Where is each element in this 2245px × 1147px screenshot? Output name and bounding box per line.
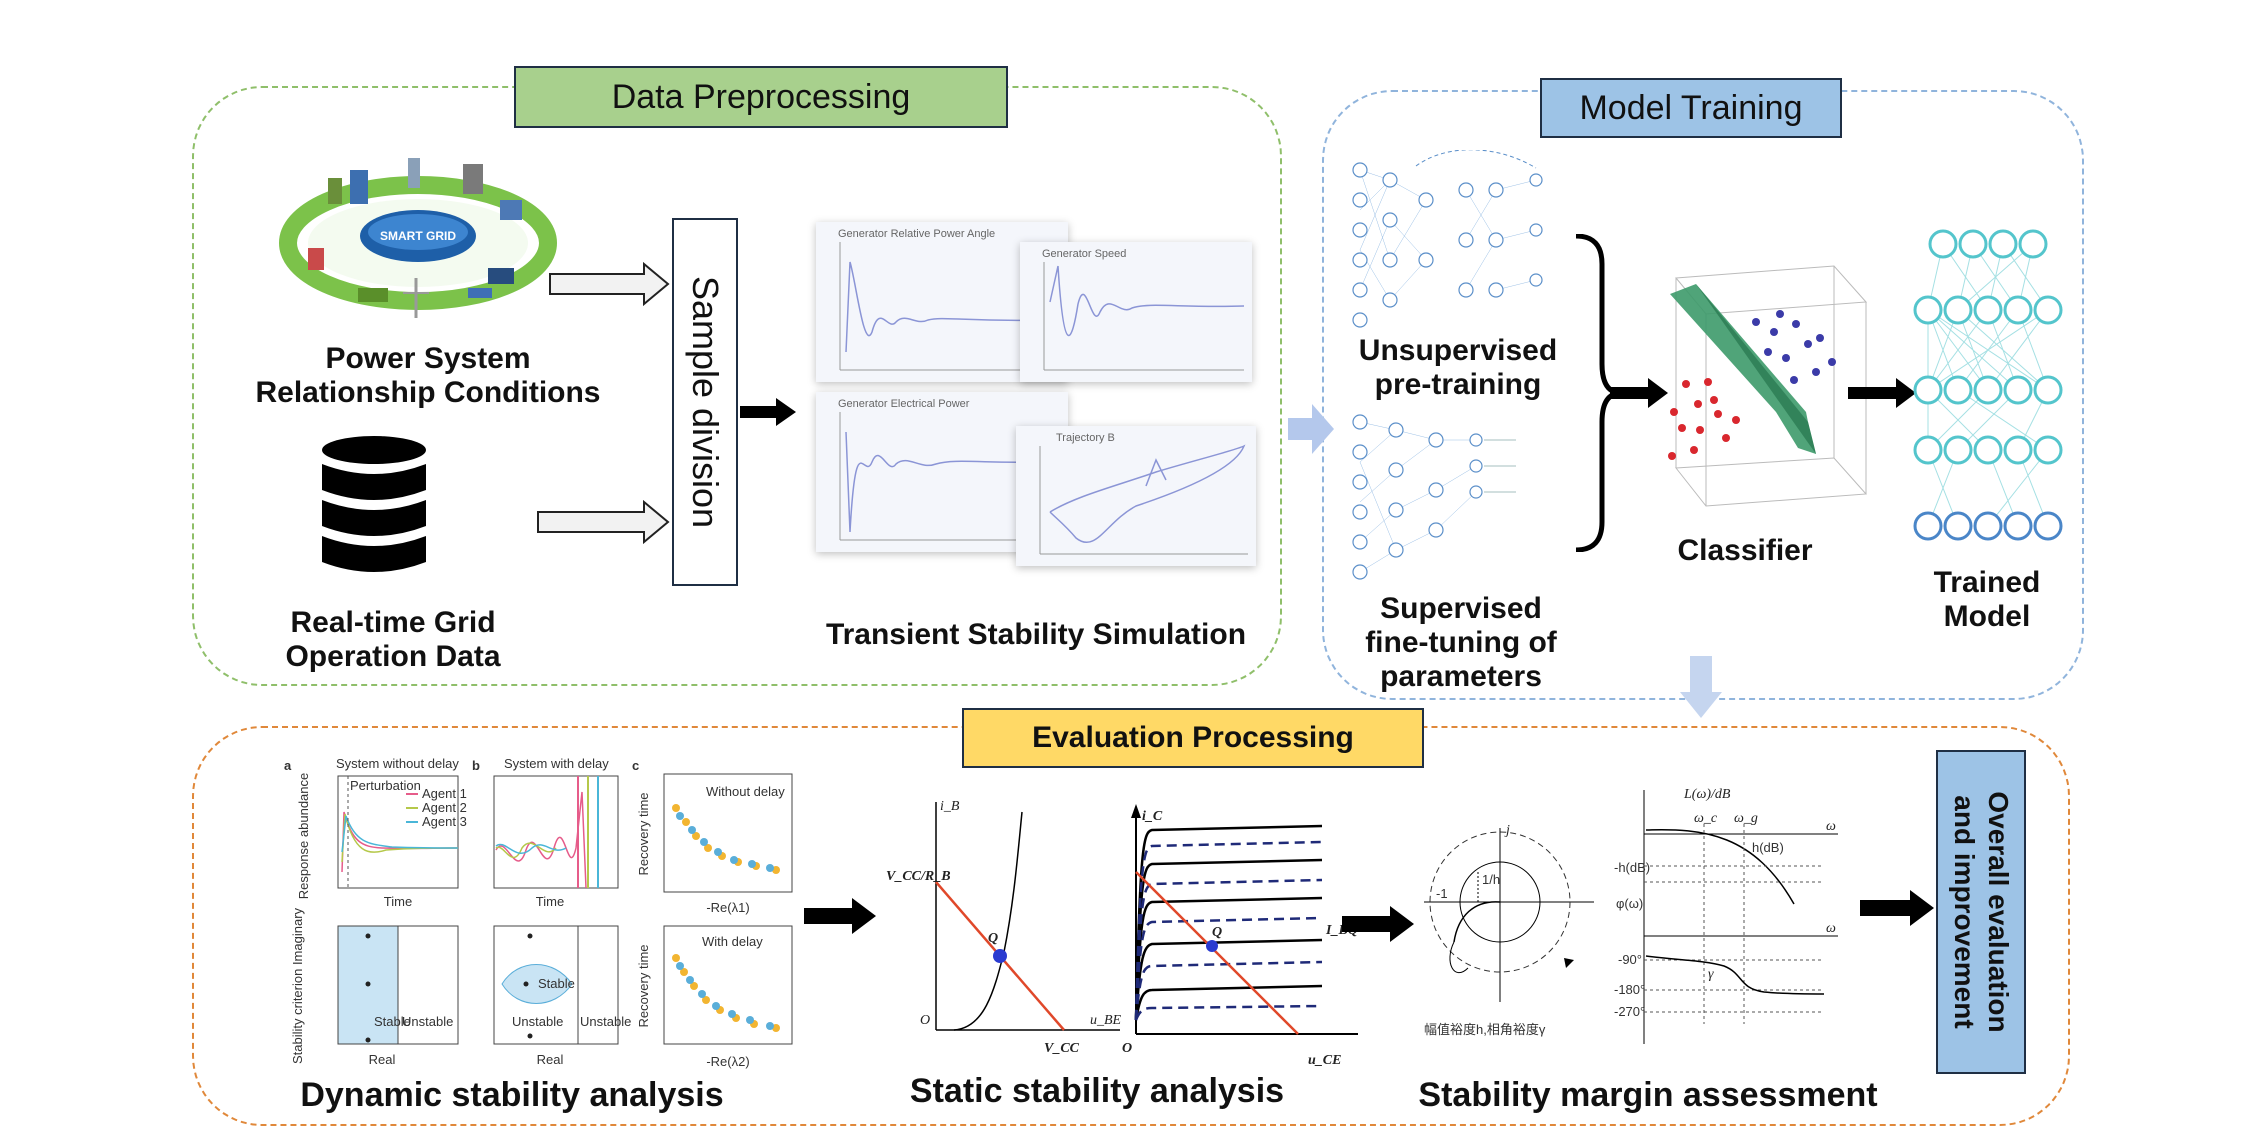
svg-text:幅值裕度h,相角裕度γ: 幅值裕度h,相角裕度γ	[1424, 1022, 1546, 1037]
svg-text:System without delay: System without delay	[336, 756, 459, 771]
arrow-right-icon	[804, 898, 876, 934]
database-icon	[322, 436, 426, 572]
svg-text:-1: -1	[1436, 886, 1448, 901]
svg-text:System with delay: System with delay	[504, 756, 609, 771]
bode-plot: L(ω)/dB -h(dB) h(dB) φ(ω) ω ω ω_c ω_g -9…	[1614, 787, 1838, 1044]
arrow-right-icon	[1848, 378, 1916, 408]
svg-text:Without delay: Without delay	[706, 784, 785, 799]
svg-text:Stable: Stable	[538, 976, 575, 991]
svg-text:O: O	[920, 1013, 930, 1028]
svg-text:Agent 1: Agent 1	[422, 786, 467, 801]
svg-text:Q: Q	[1212, 925, 1222, 940]
svg-text:φ(ω): φ(ω)	[1616, 896, 1643, 911]
svg-text:Real: Real	[537, 1052, 564, 1067]
arrow-right-icon	[1610, 378, 1668, 408]
svg-text:O: O	[1122, 1041, 1132, 1056]
arrow-right-icon	[740, 398, 796, 426]
svg-text:Time: Time	[384, 894, 412, 909]
classifier-label: Classifier	[1677, 534, 1813, 567]
svg-text:-Re(λ1): -Re(λ1)	[706, 900, 749, 915]
svg-text:-180°: -180°	[1614, 982, 1645, 997]
svg-text:ω: ω	[1826, 819, 1836, 834]
svg-text:-h(dB): -h(dB)	[1614, 860, 1650, 875]
svg-text:h(dB): h(dB)	[1752, 840, 1784, 855]
svg-text:1/h: 1/h	[1482, 872, 1500, 887]
overall-evaluation-text: Overall evaluation and improvement	[1949, 791, 2014, 1033]
svg-text:Time: Time	[536, 894, 564, 909]
svg-text:-Re(λ2): -Re(λ2)	[706, 1054, 749, 1069]
realtime-data-label: Real-time Grid Operation Data	[285, 606, 501, 673]
svg-text:Unstable: Unstable	[512, 1014, 563, 1029]
svg-text:With delay: With delay	[702, 934, 763, 949]
static-output-characteristics-graph: i_C Q I_BQ u_CE O	[1122, 804, 1358, 1068]
supervised-label: Supervised fine-tuning of parameters	[1365, 592, 1557, 693]
svg-text:ω_c: ω_c	[1694, 811, 1718, 826]
svg-text:Response abundance: Response abundance	[296, 773, 311, 900]
svg-text:Recovery time: Recovery time	[636, 792, 651, 875]
sample-division-text: Sample division	[685, 275, 726, 529]
simulation-plot-speed: Generator Speed	[1020, 242, 1252, 382]
svg-text:V_CC/R_B: V_CC/R_B	[886, 869, 951, 884]
svg-text:i_C: i_C	[1142, 809, 1163, 824]
sample-division-box: Sample division	[672, 218, 738, 586]
dynamic-stability-label: Dynamic stability analysis	[300, 1076, 724, 1114]
static-stability-label: Static stability analysis	[909, 1072, 1285, 1110]
svg-text:-270°: -270°	[1614, 1004, 1645, 1019]
arrow-right-icon	[1288, 404, 1334, 454]
smart-grid-text: SMART GRID	[380, 229, 456, 243]
smart-grid-illustration: SMART GRID	[279, 158, 557, 318]
static-load-line-graph: V_CC/R_B Q V_CC i_B u_BE O	[886, 799, 1122, 1056]
model-training-header: Model Training	[1540, 78, 1842, 138]
svg-text:u_BE: u_BE	[1090, 1013, 1122, 1028]
svg-text:Q: Q	[988, 931, 998, 946]
classifier-illustration	[1668, 265, 1868, 507]
arrow-right-icon	[549, 262, 670, 306]
svg-text:Recovery time: Recovery time	[636, 944, 651, 1027]
svg-text:a: a	[284, 758, 292, 773]
svg-text:u_CE: u_CE	[1308, 1053, 1341, 1068]
unsupervised-network-illustration	[1352, 150, 1543, 328]
svg-text:b: b	[472, 758, 480, 773]
simulation-plot-trajectory: Trajectory B	[1016, 426, 1256, 566]
overall-evaluation-box: Overall evaluation and improvement	[1936, 750, 2026, 1074]
svg-text:Unstable: Unstable	[402, 1014, 453, 1029]
supervised-network-illustration	[1352, 414, 1516, 580]
data-preprocessing-header: Data Preprocessing	[514, 66, 1008, 128]
arrow-right-icon	[537, 500, 670, 544]
simulation-label: Transient Stability Simulation	[825, 618, 1247, 651]
power-system-label: Power System Relationship Conditions	[255, 342, 601, 409]
arrow-right-icon	[1860, 890, 1934, 926]
trained-model-network-illustration	[1913, 229, 2063, 541]
arrow-down-icon	[1680, 656, 1722, 718]
svg-text:j: j	[1504, 823, 1510, 838]
arrow-right-icon	[1342, 906, 1414, 942]
svg-text:V_CC: V_CC	[1044, 1041, 1080, 1056]
svg-text:Agent 3: Agent 3	[422, 814, 467, 829]
svg-text:γ: γ	[1708, 967, 1714, 982]
dynamic-stability-figure: a b c System without delay System with d…	[284, 756, 793, 1069]
svg-text:Stable: Stable	[374, 1014, 411, 1029]
trained-model-label: Trained Model	[1933, 566, 2041, 633]
svg-text:c: c	[632, 758, 639, 773]
svg-text:i_B: i_B	[940, 799, 960, 814]
unsupervised-label: Unsupervised pre-training	[1358, 334, 1558, 401]
svg-text:L(ω)/dB: L(ω)/dB	[1683, 787, 1731, 802]
svg-text:Unstable: Unstable	[580, 1014, 631, 1029]
svg-text:Real: Real	[369, 1052, 396, 1067]
svg-text:Perturbation: Perturbation	[350, 778, 421, 793]
nyquist-plot: j -1 1/h 幅值裕度h,相角裕度γ	[1424, 823, 1594, 1037]
evaluation-processing-header: Evaluation Processing	[962, 708, 1424, 768]
svg-text:ω_g: ω_g	[1734, 811, 1758, 826]
svg-text:Stability criterion Imaginary: Stability criterion Imaginary	[290, 907, 305, 1064]
svg-text:-90°: -90°	[1618, 952, 1642, 967]
svg-text:ω: ω	[1826, 921, 1836, 936]
stability-margin-label: Stability margin assessment	[1418, 1076, 1878, 1114]
svg-text:Agent 2: Agent 2	[422, 800, 467, 815]
